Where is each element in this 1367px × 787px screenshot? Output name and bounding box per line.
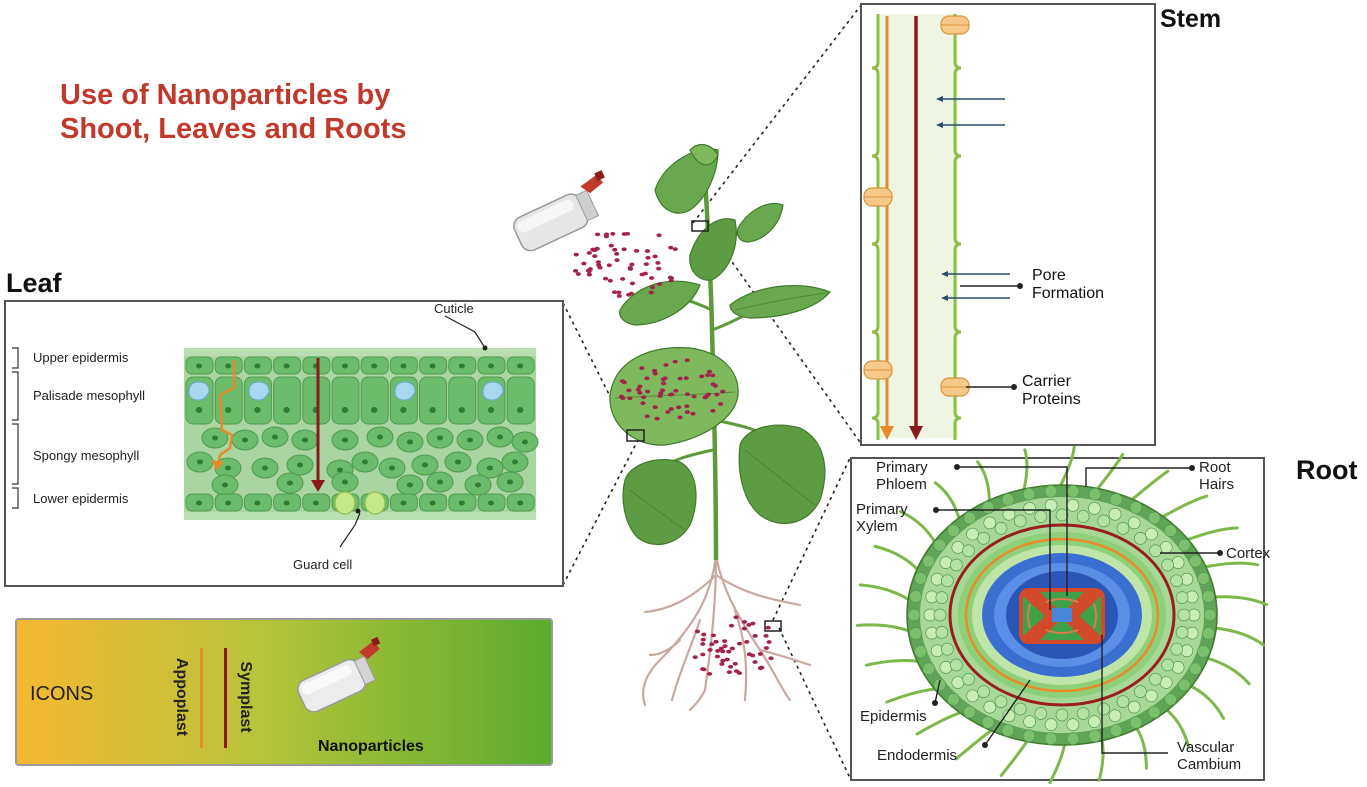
label-hairs-line1: Root [1199, 459, 1231, 476]
label-lower-epidermis: Lower epidermis [33, 491, 129, 506]
appoplast-legend-line [200, 648, 203, 748]
label-phloem-line2: Phloem [876, 476, 927, 493]
label-hairs-line2: Hairs [1199, 476, 1235, 493]
icons-heading: ICONS [30, 683, 94, 705]
leaf-selection-box [626, 429, 645, 442]
label-endodermis: Endodermis [877, 747, 958, 764]
stem-selection-box [691, 220, 709, 232]
label-carrier-line2: Proteins [1022, 391, 1081, 408]
label-palisade-mesophyll: Palisade mesophyll [33, 388, 146, 403]
label-xylem-line2: Xylem [856, 518, 898, 535]
label-guard-cell: Guard cell [293, 557, 353, 572]
label-cortex: Cortex [1226, 545, 1271, 562]
leaf-heading: Leaf [6, 268, 62, 298]
label-epidermis: Epidermis [860, 708, 927, 725]
label-upper-epidermis: Upper epidermis [33, 350, 129, 365]
symplast-legend-line [224, 648, 227, 748]
icons-legend-panel [15, 618, 553, 766]
label-primary-phloem: Primary Phloem [876, 459, 928, 493]
label-pore-line2: Formation [1032, 285, 1105, 302]
label-phloem-line1: Primary [876, 459, 928, 476]
label-cambium-line2: Cambium [1177, 756, 1242, 773]
nanoparticles-label: Nanoparticles [318, 738, 424, 755]
label-carrier-proteins: Carrier Proteins [1022, 373, 1081, 409]
plant-leaves [609, 143, 831, 546]
label-pore-formation: Pore Formation [1032, 267, 1104, 303]
label-root-hairs: Root Hairs [1199, 459, 1234, 493]
label-primary-xylem: Primary Xylem [856, 501, 908, 535]
stem-heading: Stem [1160, 5, 1222, 33]
page-title: Use of Nanoparticles by Shoot, Leaves an… [60, 78, 406, 146]
label-cuticle: Cuticle [434, 301, 474, 316]
label-xylem-line1: Primary [856, 501, 908, 518]
label-carrier-line1: Carrier [1022, 373, 1071, 390]
label-spongy-mesophyll: Spongy mesophyll [33, 448, 140, 463]
label-cambium-line1: Vascular [1177, 739, 1235, 756]
label-pore-line1: Pore [1032, 267, 1066, 284]
root-heading: Root [1296, 455, 1358, 485]
title-line-2: Shoot, Leaves and Roots [60, 113, 407, 145]
label-vascular-cambium: Vascular Cambium [1177, 739, 1241, 773]
root-selection-box [764, 620, 782, 632]
plant-roots [642, 553, 812, 712]
title-line-1: Use of Nanoparticles by [60, 79, 391, 111]
